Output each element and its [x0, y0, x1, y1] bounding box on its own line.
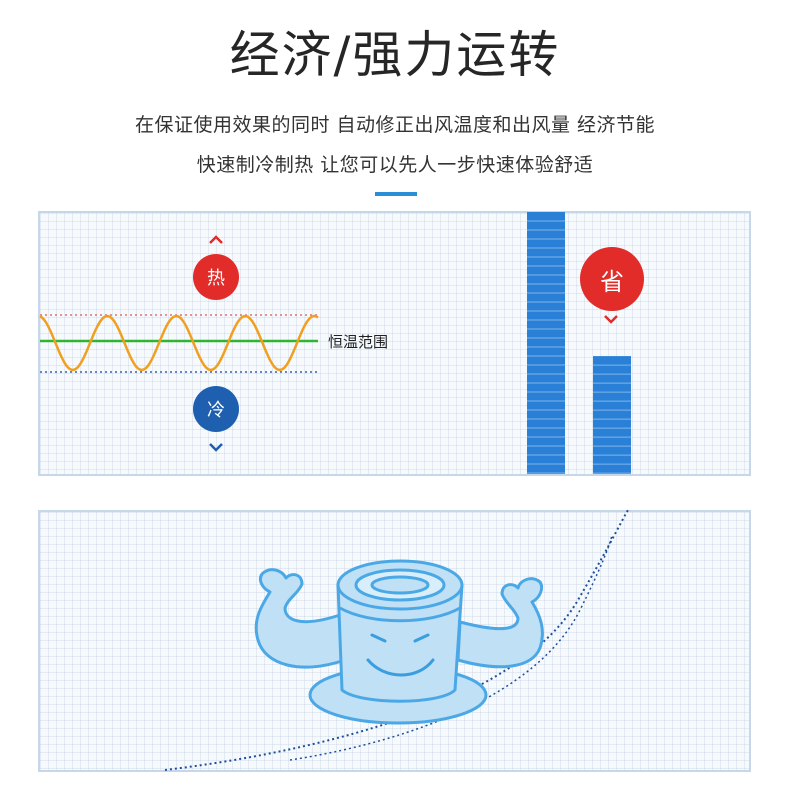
- chevron-up-icon: [209, 235, 223, 244]
- constant-temp-label: 恒温范围: [328, 333, 389, 351]
- chevron-down-icon: [604, 315, 618, 324]
- airflow-curve-inner: [289, 534, 613, 761]
- chevron-down-icon: [209, 443, 223, 452]
- bar-before: [527, 212, 565, 474]
- hot-badge: 热: [193, 254, 239, 300]
- subtitle-line-1: 在保证使用效果的同时 自动修正出风温度和出风量 经济节能: [134, 114, 656, 136]
- accent-divider: [375, 192, 417, 196]
- bar-after: [593, 356, 631, 474]
- mascot-face: [366, 633, 435, 677]
- subtitle-line-2: 快速制冷制热 让您可以先人一步快速体验舒适: [196, 154, 594, 176]
- strong-air-unit-mascot-icon: [254, 559, 544, 725]
- save-badge: 省: [580, 247, 644, 311]
- cold-badge: 冷: [193, 386, 239, 432]
- consumption-bars: [527, 212, 631, 474]
- temperature-wave: [39, 314, 319, 372]
- page-title: 经济/强力运转: [229, 26, 561, 84]
